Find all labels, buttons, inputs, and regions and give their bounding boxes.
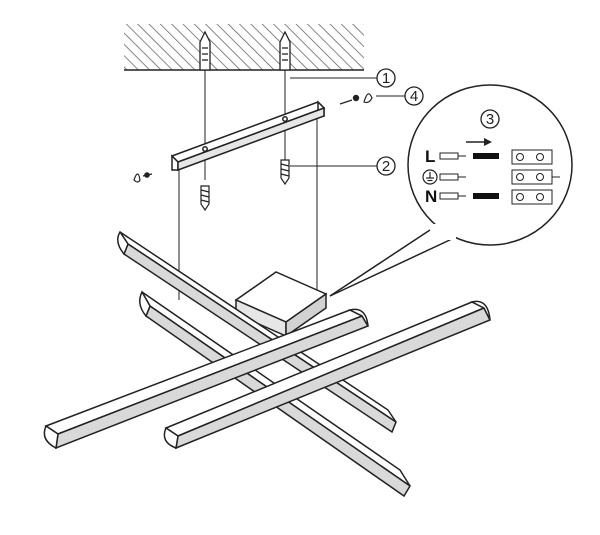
side-screw-left [133,172,153,183]
earth-ground-icon [422,169,438,185]
wall-plug-right [279,30,291,71]
svg-text:2: 2 [382,158,390,175]
arrow-icon [466,138,492,146]
svg-text:L: L [425,147,435,166]
wiring-detail-balloon [329,84,573,297]
svg-text:1: 1 [382,70,390,87]
terminal-row-earth [422,169,560,185]
wall-plug-left [199,30,211,71]
svg-text:N: N [425,187,437,206]
callout-leaders [290,77,406,167]
guide-lines [178,70,318,300]
callout-4: 4 [404,86,424,106]
callout-2: 2 [376,156,396,176]
led-bar-front-right [163,300,492,450]
callout-3: 3 [480,109,500,129]
terminal-row-live: L [425,147,553,166]
svg-text:3: 3 [486,111,494,128]
callout-1: 1 [376,68,396,88]
led-bar-front-left [43,308,370,450]
screw-right [280,159,290,186]
screw-left [200,185,210,212]
svg-text:4: 4 [410,88,418,105]
mounting-bracket [170,100,326,172]
canopy-body [234,271,328,338]
terminal-row-neutral: N [425,187,553,206]
side-screw-right [339,93,373,105]
ceiling [124,24,364,71]
